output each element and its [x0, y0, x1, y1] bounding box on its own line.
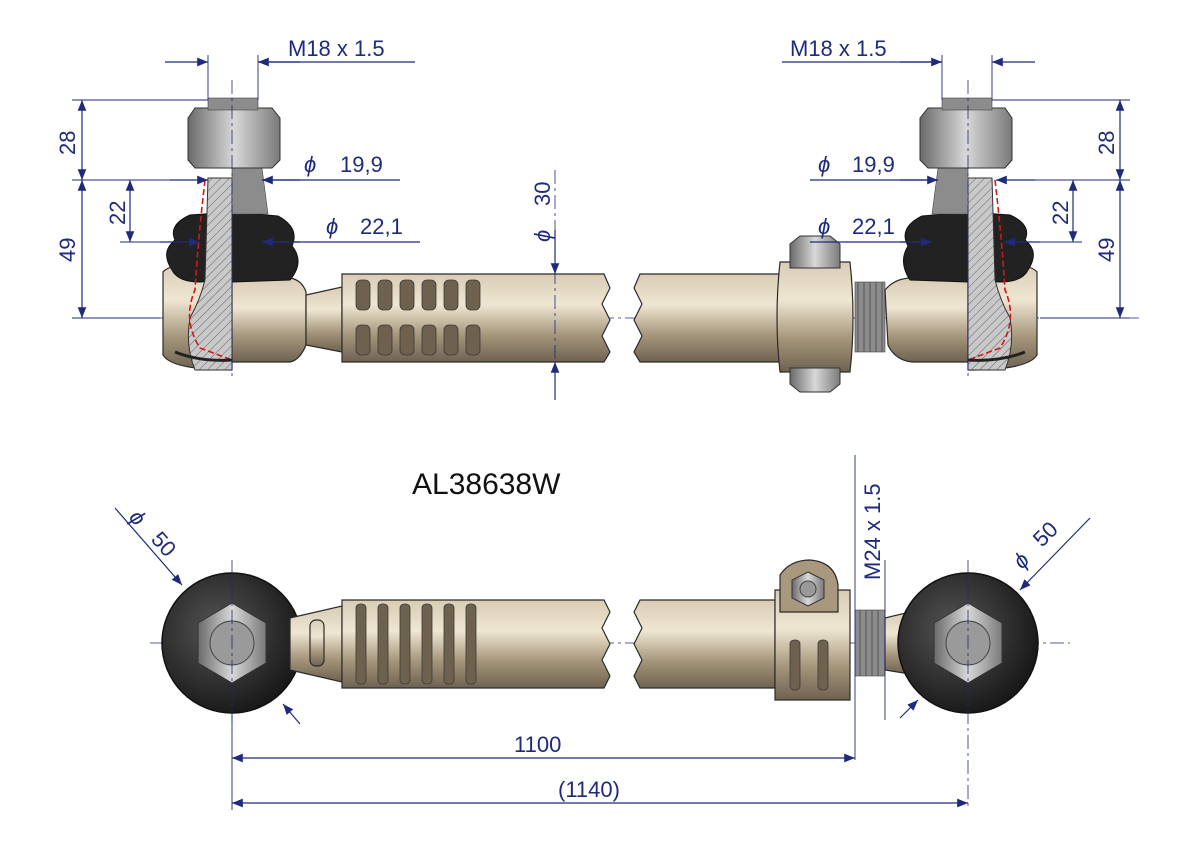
length-1140-dim: (1140) — [232, 777, 968, 808]
nut-icon — [187, 107, 281, 169]
right-dim-22: 22 — [1048, 201, 1073, 225]
right-ball-joint — [884, 97, 1038, 371]
left-dia-22-1: 22,1 — [360, 214, 403, 239]
right-dim-49: 49 — [1094, 238, 1119, 262]
left-dia-symbol-2: ϕ — [326, 214, 338, 239]
right-eye-dia-symbol: ϕ — [1008, 547, 1034, 573]
right-thread-label: M18 x 1.5 — [790, 36, 887, 61]
tube-dia-symbol: ϕ — [530, 230, 555, 242]
length-1100-dim: 1100 — [231, 710, 855, 810]
right-tube-bottom — [633, 599, 776, 689]
top-view: M18 x 1.5 28 49 22 ϕ 19,9 ϕ 22,1 — [55, 36, 1140, 400]
left-dia-symbol-1: ϕ — [304, 152, 316, 177]
adjuster-thread-label: M24 x 1.5 — [860, 483, 885, 580]
left-dia-19-9: 19,9 — [340, 152, 383, 177]
adjuster-thread-dim: M24 x 1.5 — [854, 455, 886, 760]
left-dim-49: 49 — [55, 238, 80, 262]
right-tube — [633, 273, 781, 363]
right-dimensions: M18 x 1.5 28 49 22 ϕ 19,9 ϕ 22,1 — [782, 36, 1130, 319]
left-thread-label: M18 x 1.5 — [288, 36, 385, 61]
right-dia-22-1: 22,1 — [852, 214, 895, 239]
right-dia-19-9: 19,9 — [852, 152, 895, 177]
left-dimensions: M18 x 1.5 28 49 22 ϕ 19,9 ϕ 22,1 — [55, 36, 420, 319]
right-dia-symbol-2: ϕ — [818, 214, 830, 239]
left-tube-bottom — [341, 599, 611, 689]
right-eye-dia-50: 50 — [1028, 517, 1063, 552]
bottom-view: ϕ 50 ϕ 50 M24 x 1.5 1100 (1140) — [114, 455, 1091, 810]
length-1140: (1140) — [558, 777, 620, 802]
left-eye-dia-50: 50 — [146, 527, 181, 562]
left-eye-dia-symbol: ϕ — [124, 505, 151, 531]
tube-diameter-dimension: ϕ 30 — [530, 182, 560, 400]
left-eye — [161, 560, 303, 730]
adjuster-clamp-bottom — [774, 559, 886, 701]
right-eye — [897, 560, 1039, 810]
part-number: AL38638W — [412, 468, 561, 501]
right-dia-symbol-1: ϕ — [818, 152, 830, 177]
length-1100: 1100 — [514, 732, 561, 757]
left-dim-22: 22 — [105, 201, 130, 225]
left-dim-28: 28 — [55, 131, 80, 155]
adjuster-clamp — [776, 235, 886, 393]
left-ball-joint — [162, 97, 307, 371]
left-tube — [341, 273, 611, 363]
right-dim-28: 28 — [1094, 131, 1119, 155]
tube-dia-30: 30 — [530, 182, 555, 206]
